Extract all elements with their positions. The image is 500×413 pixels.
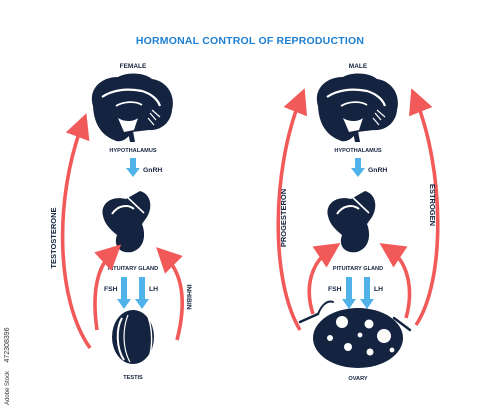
left-testosterone-arrow	[60, 113, 92, 350]
right-fsh-label: FSH	[328, 286, 342, 293]
left-inner-arrow	[93, 244, 122, 331]
watermark-stock-id: 472308396	[4, 327, 11, 362]
ovary-icon	[298, 300, 412, 368]
right-hypothalamus-label: HYPOTHALAMUS	[334, 148, 382, 154]
left-fsh-arrow	[117, 277, 131, 309]
right-gnrh-arrow	[351, 158, 365, 177]
right-brain-icon	[316, 73, 398, 142]
right-fsh-arrow	[342, 277, 356, 309]
left-lh-label: LH	[149, 286, 158, 293]
testis-icon	[112, 310, 154, 365]
left-lh-arrow	[135, 277, 149, 309]
right-progesteron-arrow	[276, 88, 308, 331]
right-panel: MALE HYPOTHALAMUS GnRH PITUITARY GLAND	[276, 63, 440, 382]
watermark: 472308396 Adobe Stock	[0, 0, 13, 413]
left-panel: FEMALE HYPOTHALAMUS GnRH PITUITARY GLAND	[49, 63, 192, 381]
left-testosterone-label: TESTOSTERONE	[49, 207, 58, 268]
right-estrogen-arrow	[408, 88, 440, 326]
left-inhibin-label: INHIBIN	[185, 284, 192, 309]
left-brain-icon	[91, 73, 173, 142]
left-gnrh-arrow	[126, 158, 140, 177]
left-pituitary-icon	[102, 191, 151, 253]
left-header: FEMALE	[120, 63, 147, 70]
left-gonad-label: TESTIS	[123, 375, 143, 381]
right-lh-label: LH	[374, 286, 383, 293]
left-fsh-label: FSH	[104, 286, 118, 293]
right-gnrh-label: GnRH	[368, 167, 387, 174]
left-inhibin-arrow	[156, 247, 184, 341]
left-hypothalamus-label: HYPOTHALAMUS	[109, 148, 157, 154]
right-inner-right-arrow	[379, 243, 412, 319]
right-header: MALE	[349, 63, 368, 70]
diagram-title: HORMONAL CONTROL OF REPRODUCTION	[136, 35, 364, 47]
right-pituitary-icon	[327, 191, 376, 253]
watermark-brand: Adobe Stock	[5, 370, 11, 405]
left-pituitary-label: PITUITARY GLAND	[108, 266, 158, 272]
left-gnrh-label: GnRH	[143, 167, 162, 174]
right-gonad-label: OVARY	[348, 376, 368, 382]
right-inner-left-arrow	[307, 243, 341, 315]
right-progesteron-label: PROGESTERON	[279, 189, 288, 247]
right-pituitary-label: PITUITARY GLAND	[333, 266, 383, 272]
right-estrogen-label: ESTROGEN	[428, 184, 437, 226]
right-lh-arrow	[360, 277, 374, 309]
